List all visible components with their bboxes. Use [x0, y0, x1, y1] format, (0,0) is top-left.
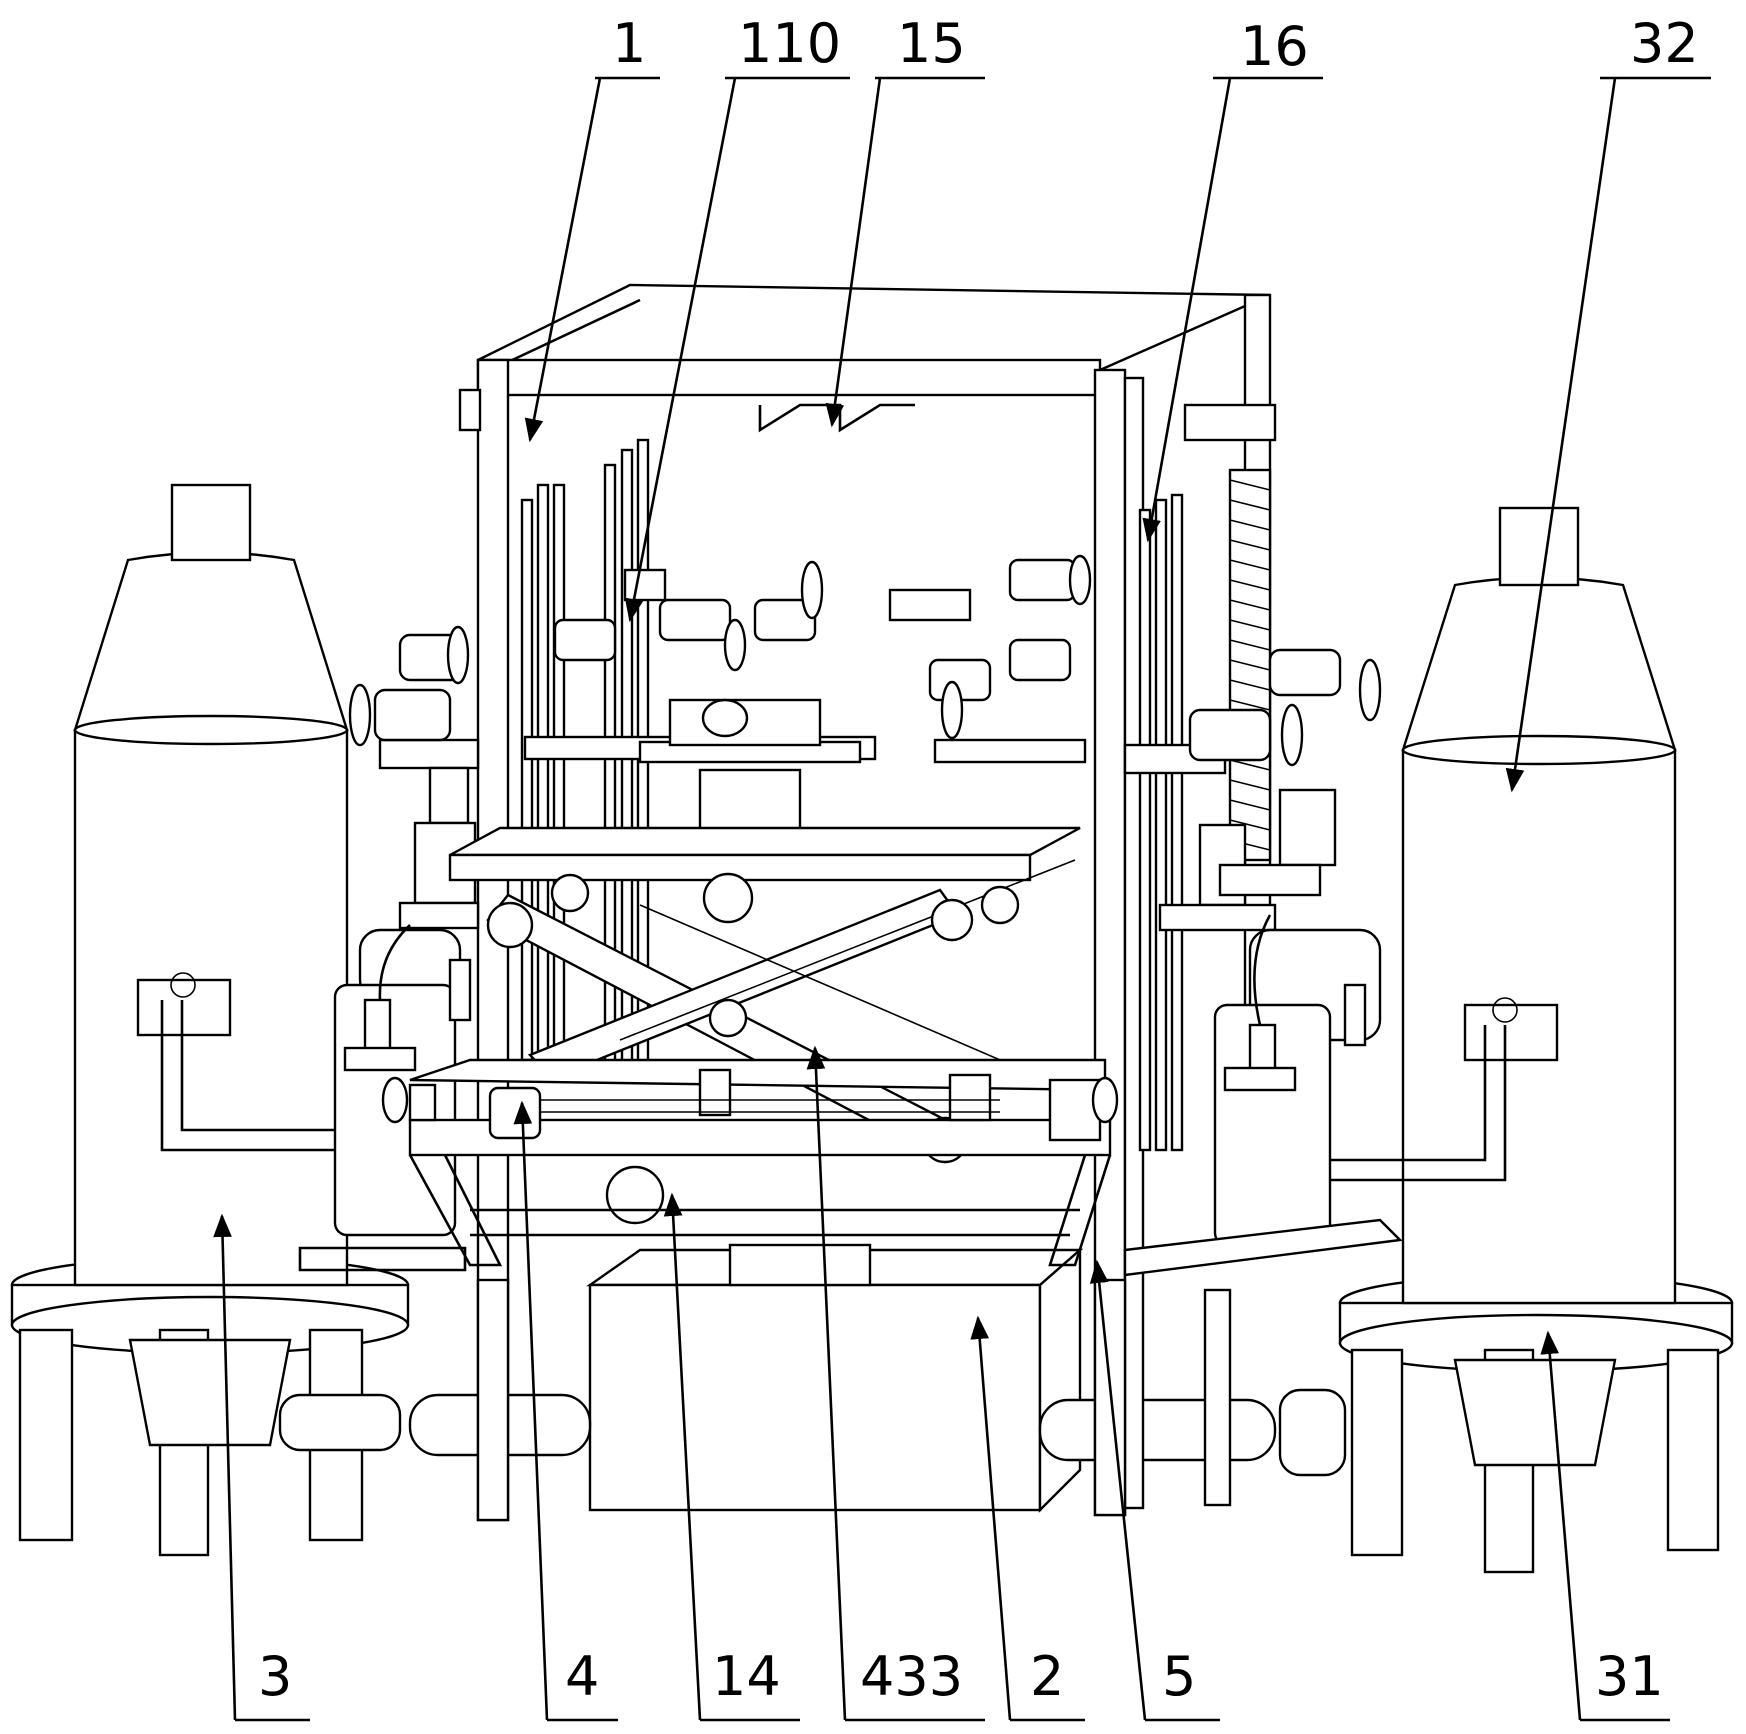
label-32: 32	[1630, 12, 1699, 75]
label-5: 5	[1162, 1645, 1196, 1708]
right-tank	[1320, 506, 1734, 1574]
label-14: 14	[712, 1645, 781, 1708]
right-side-clamp	[1123, 648, 1403, 1277]
label-110: 110	[738, 12, 841, 75]
label-1: 1	[612, 12, 646, 75]
label-2: 2	[1030, 1645, 1064, 1708]
label-15: 15	[897, 12, 966, 75]
label-3: 3	[258, 1645, 292, 1708]
label-31: 31	[1595, 1645, 1664, 1708]
left-side-clamp	[298, 625, 480, 1272]
lower-box	[278, 1243, 1347, 1513]
left-tank	[10, 483, 410, 1557]
label-16: 16	[1240, 15, 1309, 78]
label-4: 4	[565, 1645, 599, 1708]
upper-clamp-assembly	[448, 554, 1092, 882]
leader-lines	[213, 76, 1711, 1722]
scissor-lift	[381, 859, 1119, 1267]
label-433: 433	[860, 1645, 963, 1708]
